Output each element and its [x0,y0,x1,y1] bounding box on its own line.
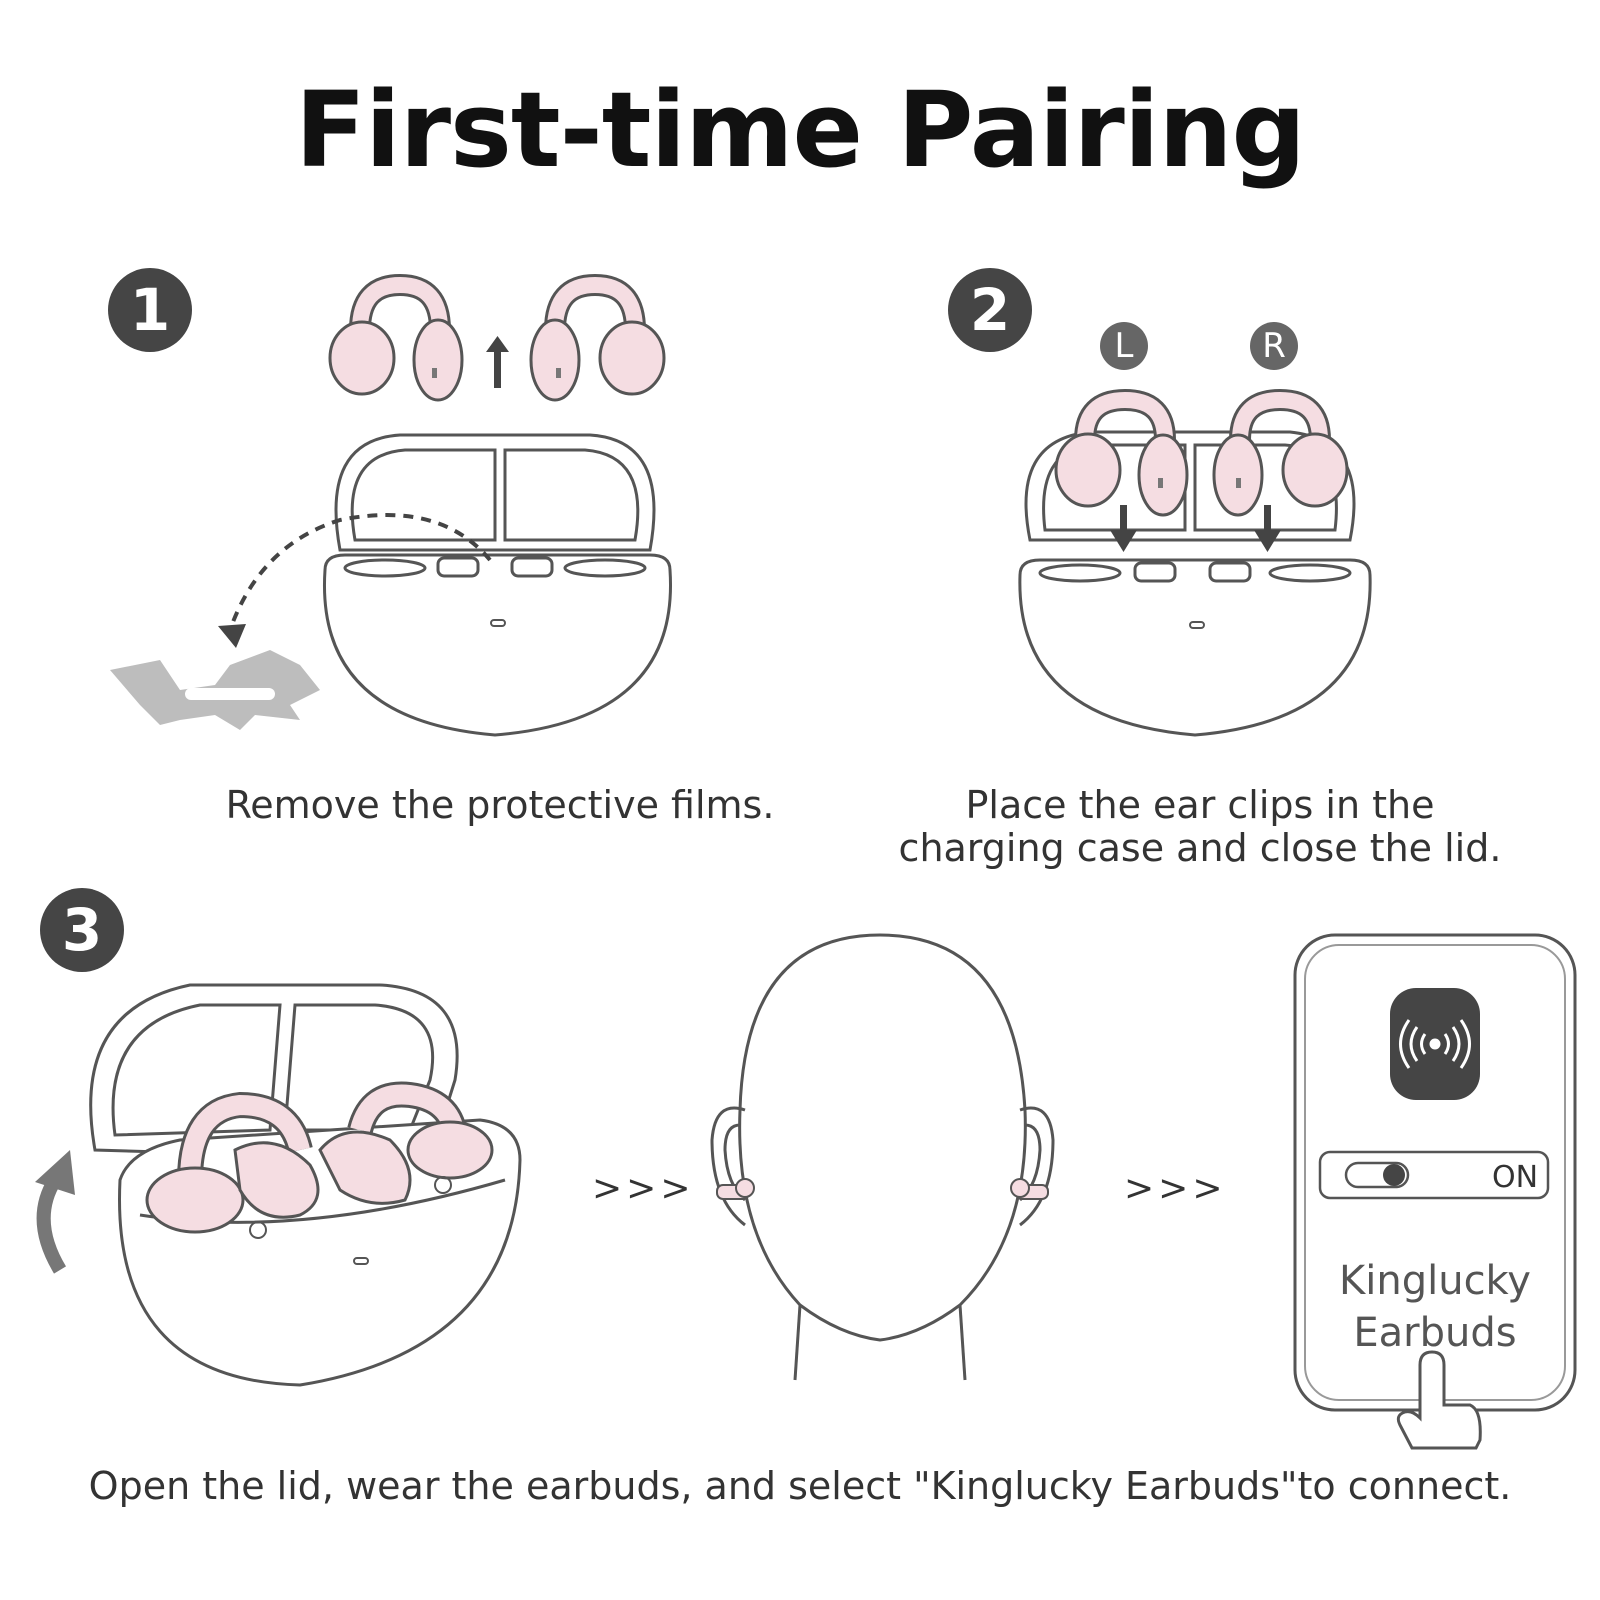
right-marker: R [1250,322,1298,370]
left-marker: L [1100,322,1148,370]
up-arrow-icon [486,336,509,388]
down-arrow-icon [1254,505,1281,552]
right-earbud [1212,388,1349,517]
device-name-line-2: Earbuds [1353,1310,1517,1356]
device-name: Kinglucky Earbuds [1300,1255,1570,1359]
step-3-badge: 3 [40,888,124,972]
tapping-hand-icon [1396,1350,1482,1450]
head-outline [738,933,1027,1342]
right-earbud [529,273,666,402]
charging-case-base [1018,558,1372,737]
right-ear [1019,1106,1055,1227]
charging-case-open [322,433,673,737]
left-earbud [1054,388,1189,517]
page-title: First-time Pairing [295,69,1306,191]
separator-chevrons-1: >>> [592,1168,695,1209]
down-arrow-icon [1110,505,1137,552]
toggle-on-label: ON [1492,1160,1539,1195]
protective-film [110,650,320,730]
left-ear [710,1106,746,1227]
step-1-caption: Remove the protective films. [225,783,775,827]
step-2-badge: 2 [948,268,1032,352]
step-1-badge: 1 [108,268,192,352]
step-2-caption: Place the ear clips in the charging case… [880,784,1520,869]
left-earbud [328,273,464,402]
device-name-line-1: Kinglucky [1339,1258,1531,1304]
step-3-caption: Open the lid, wear the earbuds, and sele… [88,1464,1512,1508]
step-2-caption-line-1: Place the ear clips in the [965,783,1435,827]
curved-dashed-arrow-icon [228,513,492,631]
separator-chevrons-2: >>> [1124,1168,1227,1209]
curved-lift-arrow-icon [36,1176,67,1274]
step-2-caption-line-2: charging case and close the lid. [898,825,1502,870]
